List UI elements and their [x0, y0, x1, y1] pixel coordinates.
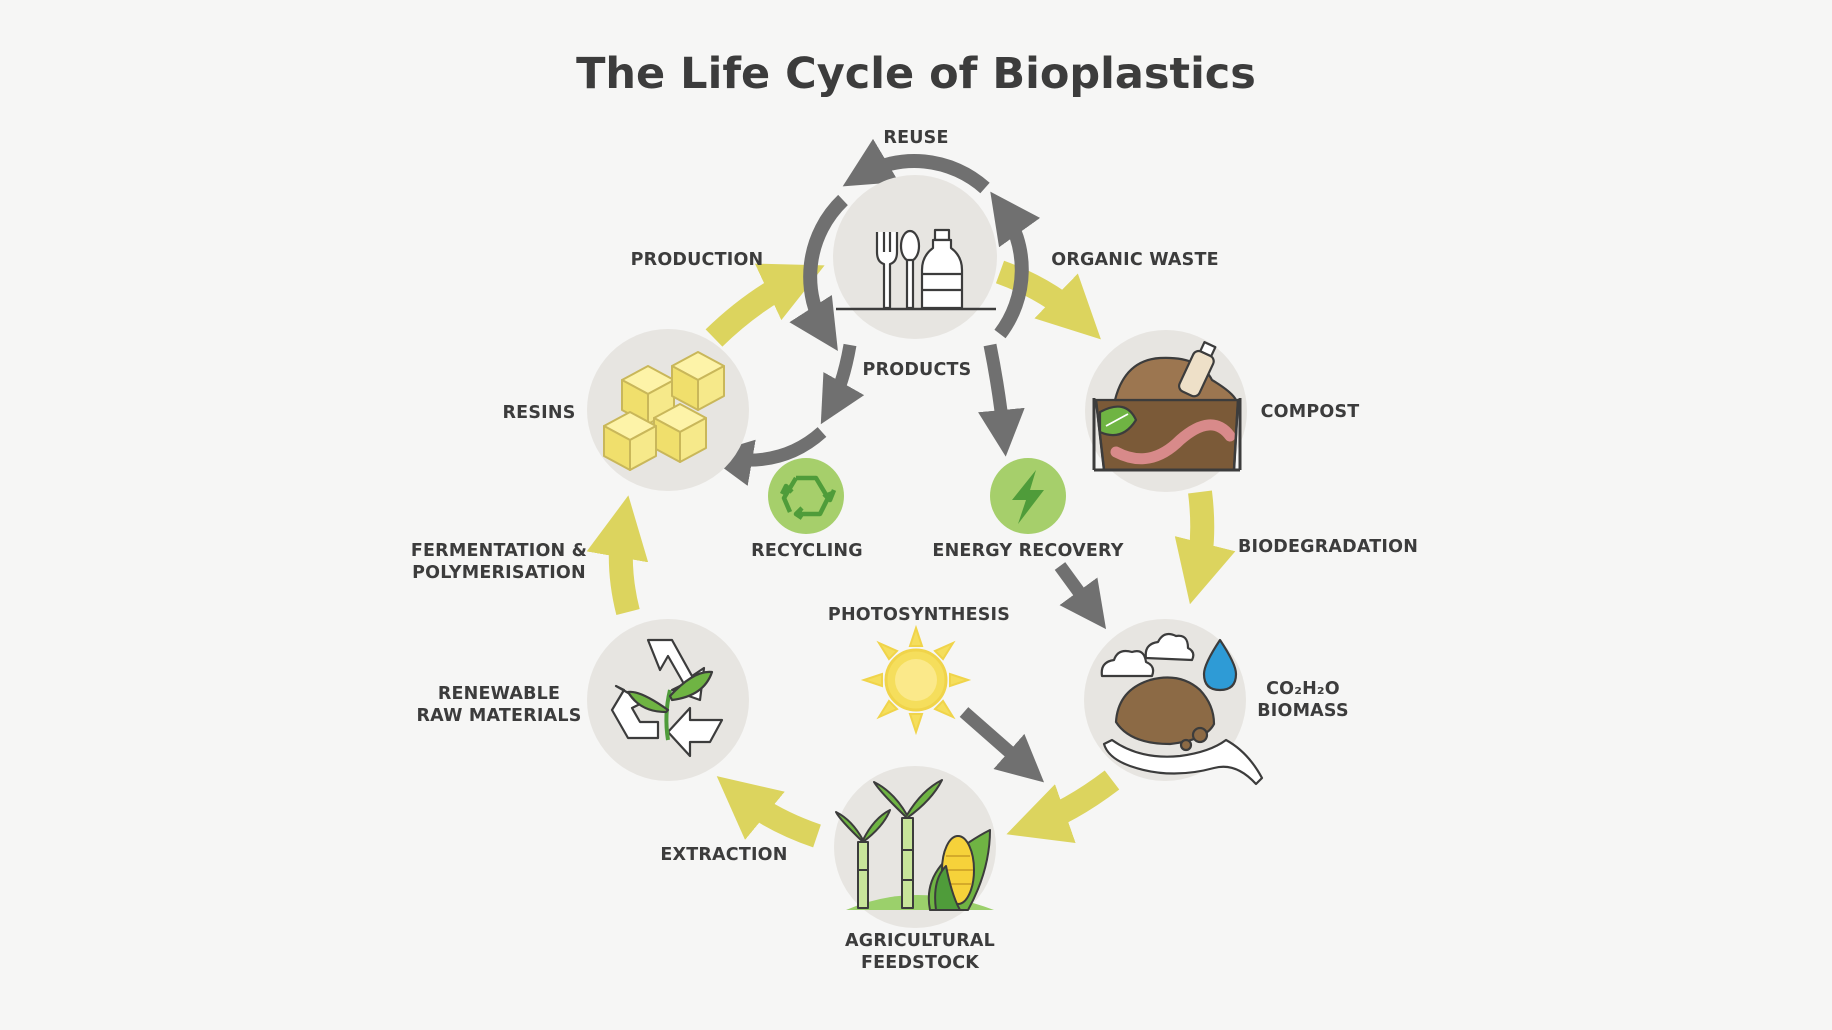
sugarcane-corn-icon [835, 779, 994, 911]
production-arrow [705, 263, 825, 347]
page-title: The Life Cycle of Bioplastics [576, 49, 1256, 99]
cutlery-bottle-icon [836, 228, 996, 311]
label-extraction: EXTRACTION [660, 845, 788, 865]
biodegradation-arrow [1174, 490, 1236, 605]
organic-waste-arrow [995, 260, 1101, 340]
to-energy-recovery-arrow [978, 343, 1025, 457]
label-biomass-line2: BIOMASS [1257, 701, 1349, 721]
label-photosynthesis: PHOTOSYNTHESIS [827, 605, 1011, 625]
label-renewable-raw-materials: RENEWABLE RAW MATERIALS [416, 683, 581, 727]
label-compost: COMPOST [1260, 402, 1360, 422]
to-recycling-arrow [820, 343, 865, 425]
sun-icon [860, 624, 972, 736]
label-renewable-line2: RAW MATERIALS [416, 706, 582, 726]
lightning-icon [1012, 470, 1044, 524]
label-biodegradation: BIODEGRADATION [1237, 537, 1419, 557]
reuse-loop [789, 138, 1041, 351]
compost-bin-worm-icon [1092, 341, 1242, 472]
photosynthesis-arrow [959, 707, 1045, 783]
fermentation-arrow [586, 495, 649, 615]
recycle-icon [779, 475, 837, 520]
label-products: PRODUCTS [862, 360, 972, 380]
label-energy-recovery: ENERGY RECOVERY [932, 541, 1124, 561]
hand-soil-cloud-drop-icon [1100, 632, 1264, 786]
biomass-to-feedstock-arrow [1006, 770, 1120, 844]
label-co2h2o-biomass: CO₂H₂O BIOMASS [1257, 678, 1349, 722]
label-resins: RESINS [502, 403, 576, 423]
label-biomass-line1: CO₂H₂O [1266, 679, 1340, 699]
label-feedstock-line2: FEEDSTOCK [860, 953, 980, 973]
label-organic-waste: ORGANIC WASTE [1051, 250, 1219, 270]
label-feedstock-line1: AGRICULTURAL [845, 931, 995, 951]
label-fermentation-polymerisation: FERMENTATION & POLYMERISATION [411, 540, 587, 584]
energy-to-biomass-arrow [1054, 562, 1107, 630]
label-reuse: REUSE [883, 128, 949, 148]
label-fermentation-line1: FERMENTATION & [410, 541, 588, 561]
label-agricultural-feedstock: AGRICULTURAL FEEDSTOCK [845, 930, 995, 974]
recycling-badge [768, 458, 844, 534]
extraction-arrow [716, 776, 821, 848]
label-fermentation-line2: POLYMERISATION [412, 563, 586, 583]
label-renewable-line1: RENEWABLE [437, 684, 561, 704]
recycling-to-resins-arrow [705, 427, 827, 486]
recycle-sprout-icon [610, 638, 724, 758]
resin-cubes-icon [603, 351, 725, 471]
label-production: PRODUCTION [630, 250, 764, 270]
label-recycling: RECYCLING [751, 541, 863, 561]
